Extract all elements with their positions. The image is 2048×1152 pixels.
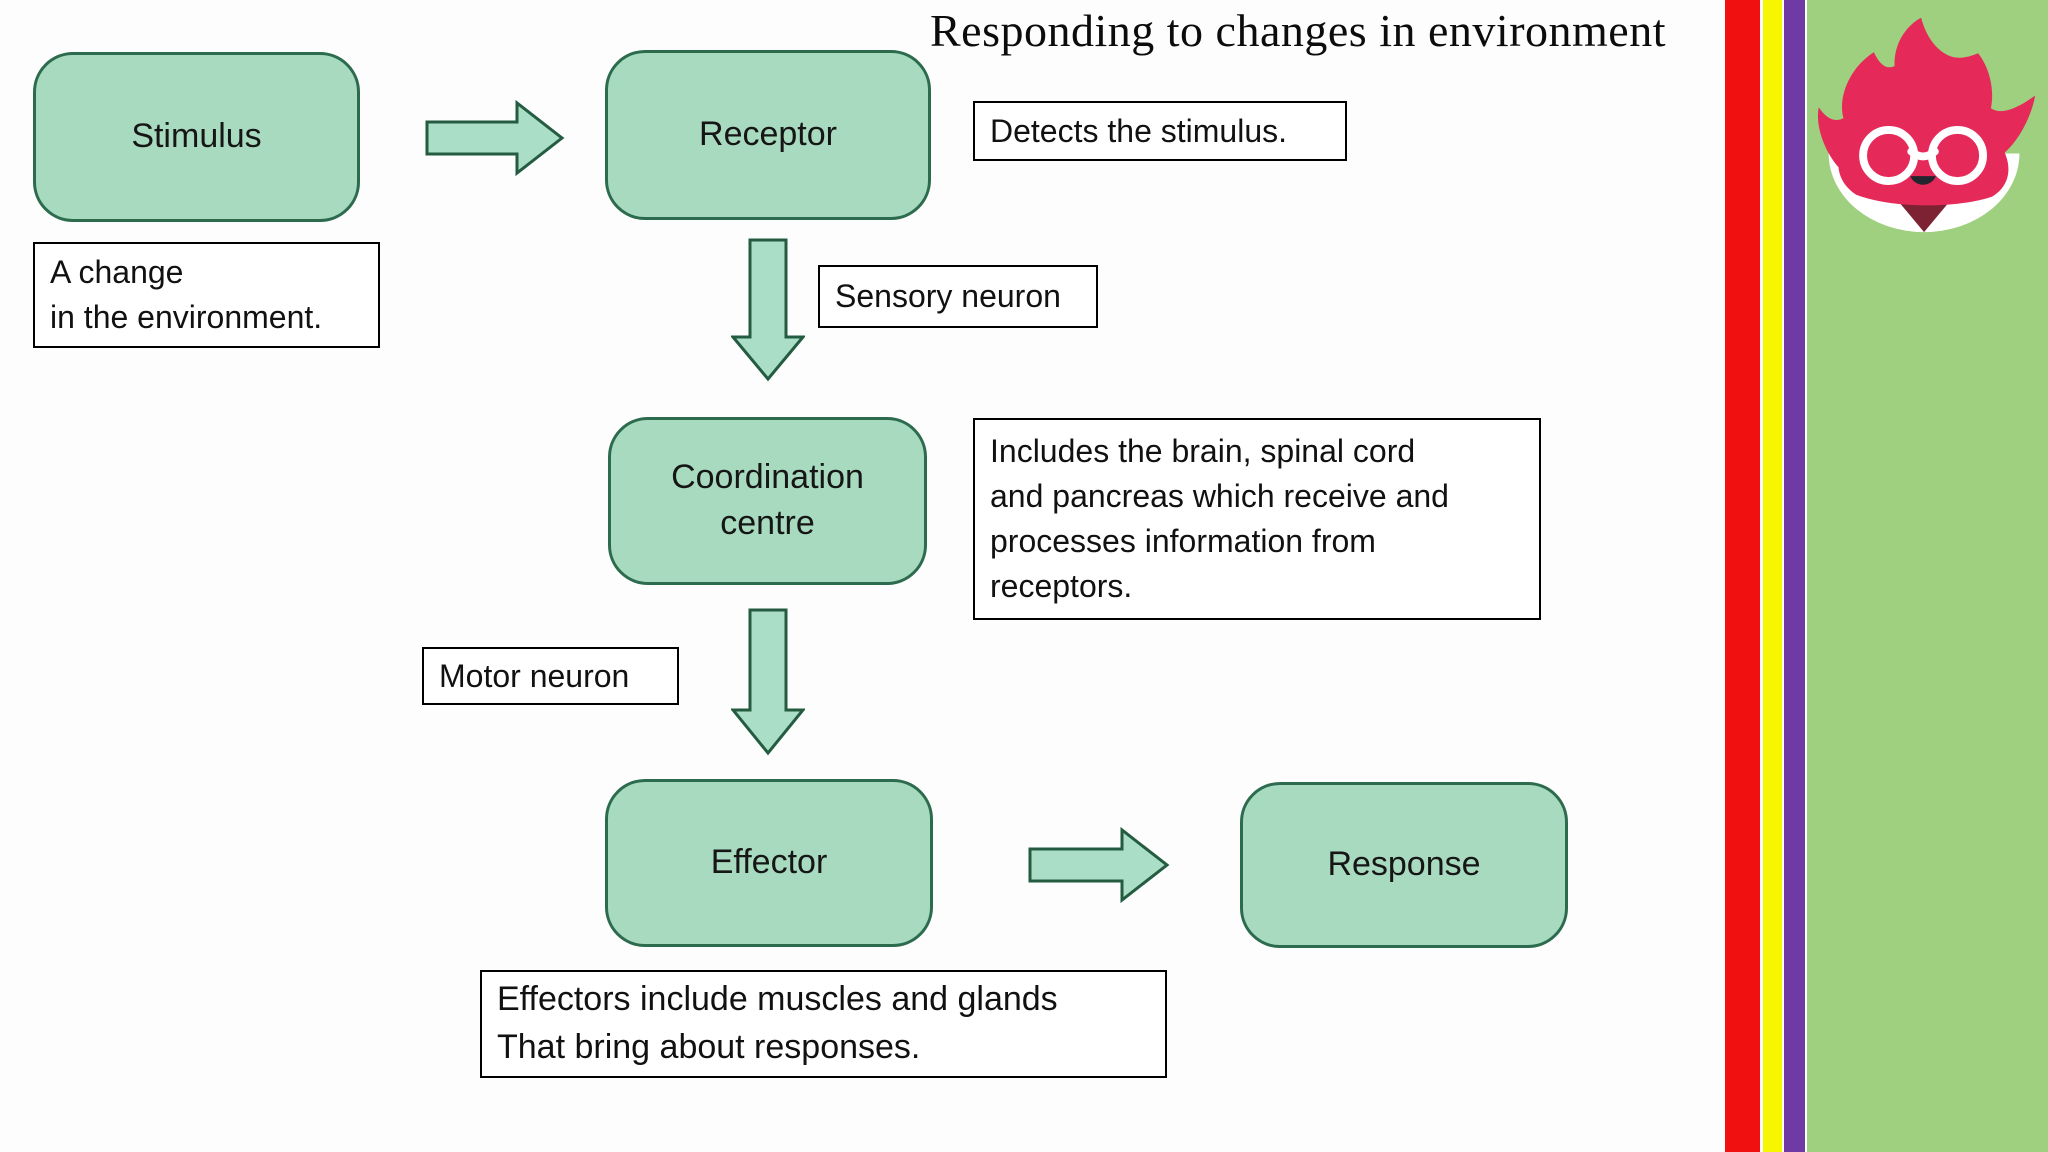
- down-arrow-icon: [731, 238, 805, 382]
- stripe-purple: [1784, 0, 1805, 1152]
- arrow-receptor-to-coordination: [731, 238, 805, 382]
- node-effector-label: Effector: [710, 843, 828, 882]
- stripe-yellow: [1763, 0, 1782, 1152]
- arrow-effector-to-response: [1028, 826, 1170, 904]
- node-coordination-centre-label: Coordination centre: [671, 458, 864, 542]
- node-stimulus-label: Stimulus: [131, 117, 262, 156]
- note-stimulus: A change in the environment.: [33, 242, 380, 348]
- arrow-coordination-to-effector: [731, 608, 805, 756]
- arrow-stimulus-to-receptor: [425, 98, 565, 178]
- slide-title: Responding to changes in environment: [930, 5, 1666, 56]
- flame-mascot-icon: [1817, 17, 2036, 233]
- node-coordination-centre: Coordination centre: [608, 417, 927, 585]
- flame-mascot-logo: [1809, 6, 2045, 242]
- node-response-label: Response: [1327, 845, 1481, 884]
- note-effector: Effectors include muscles and glands Tha…: [480, 970, 1167, 1078]
- down-arrow-icon: [731, 608, 805, 756]
- right-arrow-icon: [425, 99, 565, 177]
- label-motor-neuron: Motor neuron: [422, 647, 679, 705]
- right-arrow-icon: [1028, 826, 1170, 904]
- node-stimulus: Stimulus: [33, 52, 360, 222]
- note-coordination-centre: Includes the brain, spinal cord and panc…: [973, 418, 1541, 620]
- node-receptor-label: Receptor: [699, 115, 837, 154]
- node-response: Response: [1240, 782, 1568, 948]
- label-sensory-neuron: Sensory neuron: [818, 265, 1098, 328]
- node-receptor: Receptor: [605, 50, 931, 220]
- stripe-red: [1725, 0, 1760, 1152]
- node-effector: Effector: [605, 779, 933, 947]
- note-receptor: Detects the stimulus.: [973, 101, 1347, 161]
